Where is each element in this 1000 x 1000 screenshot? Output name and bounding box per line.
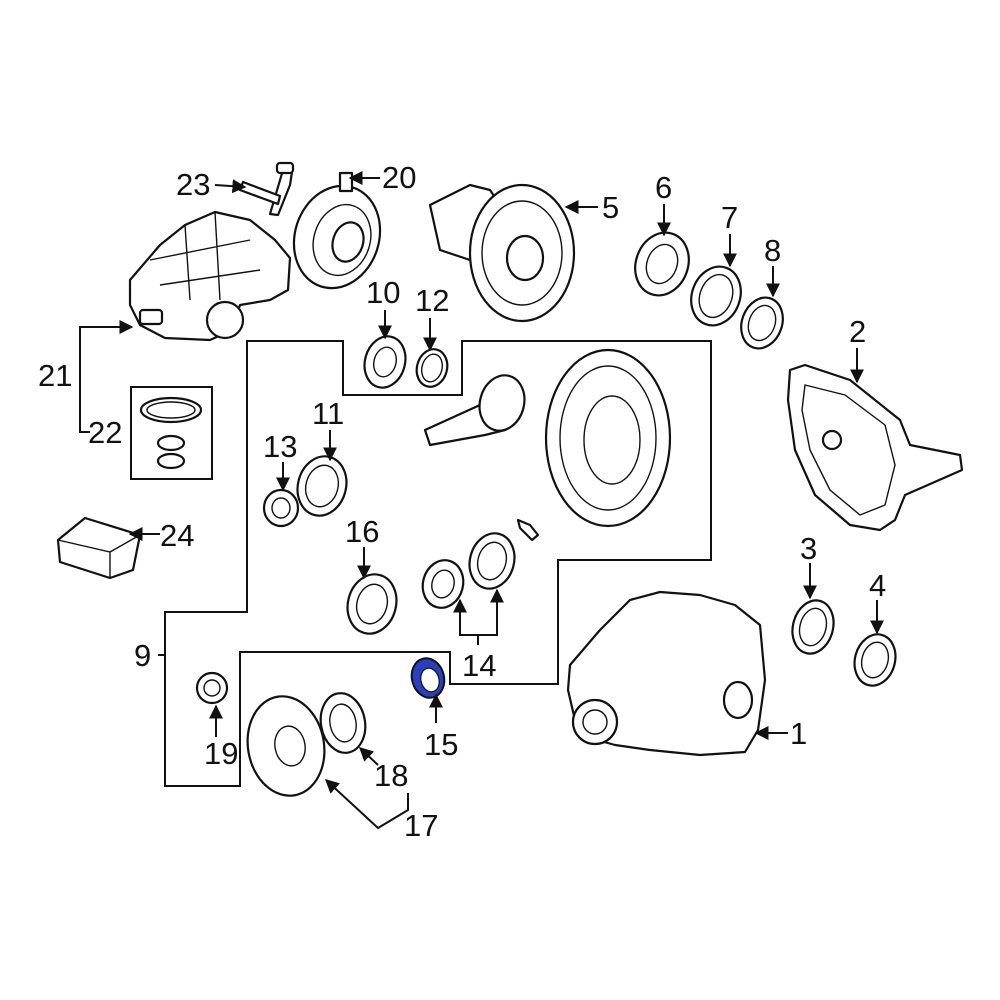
carrier-housing-part-1[interactable]: [566, 590, 767, 757]
bearing-cup-part-11[interactable]: [291, 451, 353, 521]
seal-part-15-highlighted[interactable]: [407, 655, 448, 702]
ring-gear[interactable]: [544, 348, 672, 528]
callout-22: 22: [88, 415, 122, 450]
differential-case-part-5[interactable]: [428, 183, 576, 323]
seal-kit-part-22[interactable]: [130, 386, 213, 480]
callout-8: 8: [764, 233, 781, 268]
callout-labels: 1 2 3 4 5 6 7 8 9 10 11 12 13 14 15 16 1…: [38, 160, 886, 843]
kit-outline-9: [164, 340, 712, 787]
housing-part-20[interactable]: [281, 171, 393, 299]
shim-part-12[interactable]: [413, 346, 452, 390]
callout-7: 7: [721, 200, 738, 235]
plug-part-19[interactable]: [195, 671, 229, 705]
callout-16: 16: [345, 514, 379, 549]
control-module-part-24[interactable]: [56, 516, 142, 580]
cover-part-2[interactable]: [786, 363, 964, 532]
callout-4: 4: [869, 568, 886, 603]
callout-1: 1: [790, 716, 807, 751]
callout-17: 17: [404, 808, 438, 843]
callout-14: 14: [462, 648, 496, 683]
breather-part-23[interactable]: [238, 161, 295, 217]
callout-12: 12: [415, 283, 449, 318]
callout-18: 18: [374, 758, 408, 793]
callout-15: 15: [424, 727, 458, 762]
bearing-part-18[interactable]: [316, 690, 370, 757]
seal-part-4[interactable]: [849, 630, 901, 691]
callout-20: 20: [382, 160, 416, 195]
race-part-7[interactable]: [683, 260, 749, 333]
callout-5: 5: [602, 190, 619, 225]
leader-lines: [79, 171, 884, 830]
callout-9: 9: [134, 638, 151, 673]
bolt[interactable]: [516, 518, 540, 542]
callout-10: 10: [366, 275, 400, 310]
seal-part-3[interactable]: [787, 596, 840, 659]
actuator-part-21[interactable]: [128, 210, 292, 342]
callout-24: 24: [160, 518, 194, 553]
seal-part-16[interactable]: [341, 569, 403, 639]
callout-3: 3: [800, 531, 817, 566]
callout-6: 6: [655, 170, 672, 205]
pinion-gear[interactable]: [423, 370, 530, 447]
callout-21: 21: [38, 358, 72, 393]
callout-2: 2: [849, 314, 866, 349]
seal-part-8[interactable]: [734, 292, 789, 355]
flange-part-17[interactable]: [240, 690, 332, 802]
bearing-set-part-14[interactable]: [417, 528, 520, 612]
callout-23: 23: [176, 167, 210, 202]
bearing-part-10[interactable]: [359, 332, 411, 393]
callout-13: 13: [263, 429, 297, 464]
callout-19: 19: [204, 736, 238, 771]
bearing-part-6[interactable]: [627, 225, 698, 303]
spacer-part-13[interactable]: [262, 488, 300, 528]
callout-11: 11: [312, 396, 344, 431]
